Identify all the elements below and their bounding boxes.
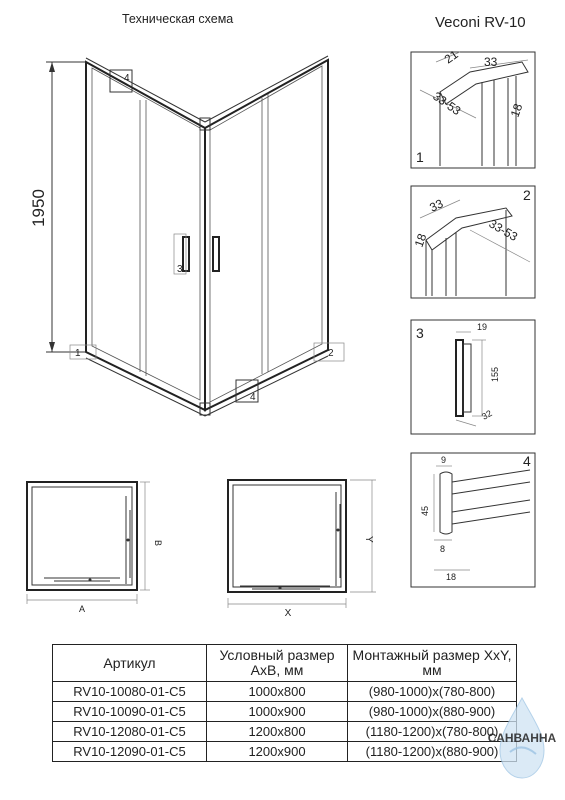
plan-dim-a: A [79,604,85,614]
table-row: RV10-12080-01-C5 1200x800 (1180-1200)x(7… [52,721,517,742]
height-label: 1950 [29,189,48,227]
specification-table: Артикул Условный размер АхВ, мм Монтажны… [52,644,517,762]
cell-mounting-size: (1180-1200)x(880-900) [347,741,517,762]
callout-4-top: 4 [124,73,130,84]
plan-dim-y: Y [363,536,374,543]
detail-4: 4 9 45 8 18 [410,452,536,588]
cell-article: RV10-10090-01-C5 [52,701,207,722]
cell-nominal-size: 1200x900 [206,741,348,762]
col-header-mounting-size: Монтажный размер ХхY, мм [347,644,517,682]
table-row: RV10-10090-01-C5 1000x900 (980-1000)x(88… [52,701,517,722]
scheme-title: Техническая схема [122,12,234,26]
detail-4-dim-3: 18 [446,572,456,582]
detail-3-number: 3 [416,325,424,341]
table-row: RV10-12090-01-C5 1200x900 (1180-1200)x(8… [52,741,517,762]
detail-3-dim-0: 19 [477,322,487,332]
col-header-nominal-size: Условный размер АхВ, мм [206,644,348,682]
plan-view-right: X Y [227,479,376,619]
detail-4-number: 4 [523,453,531,469]
callout-3: 3 [177,264,183,275]
model-name: Veconi RV-10 [435,14,526,31]
cell-nominal-size: 1000x900 [206,701,348,722]
cell-nominal-size: 1200x800 [206,721,348,742]
detail-2-dim-0: 33 [427,196,445,214]
detail-1: 1 21 33 33-53 18 [410,47,536,169]
detail-1-dim-0: 21 [442,47,461,66]
table-row: RV10-10080-01-C5 1000x800 (980-1000)x(78… [52,681,517,702]
detail-3-dim-2: 32 [480,408,494,422]
detail-1-dim-2: 33-53 [430,89,463,118]
col-header-article: Артикул [52,644,207,682]
cell-nominal-size: 1000x800 [206,681,348,702]
cell-article: RV10-12090-01-C5 [52,741,207,762]
plan-dim-x: X [285,608,292,619]
callout-2: 2 [328,348,334,359]
main-isometric-view: 1950 4 3 1 2 4 [29,55,345,417]
detail-3: 3 19 155 32 [410,319,536,435]
cell-article: RV10-10080-01-C5 [52,681,207,702]
detail-2-dim-2: 33-53 [487,216,521,244]
detail-2-number: 2 [523,187,531,203]
detail-2: 2 33 18 33-53 [410,185,536,299]
plan-dim-b: B [153,540,163,546]
cell-mounting-size: (980-1000)x(780-800) [347,681,517,702]
detail-4-dim-1: 45 [420,506,430,516]
detail-4-dim-0: 9 [441,455,446,465]
detail-4-dim-2: 8 [440,544,445,554]
detail-2-dim-1: 18 [412,231,430,249]
sanvanna-watermark-logo: САНВАННА [488,696,557,779]
callout-4-bottom: 4 [250,392,256,403]
detail-1-dim-1: 33 [484,55,498,69]
detail-1-number: 1 [416,149,424,165]
detail-3-dim-1: 155 [490,367,500,382]
callout-1: 1 [75,348,81,359]
detail-1-dim-3: 18 [508,101,526,119]
plan-view-left: A B [26,481,163,614]
watermark-brand: САНВАННА [488,731,557,745]
table-header-row: Артикул Условный размер АхВ, мм Монтажны… [52,644,517,682]
cell-article: RV10-12080-01-C5 [52,721,207,742]
